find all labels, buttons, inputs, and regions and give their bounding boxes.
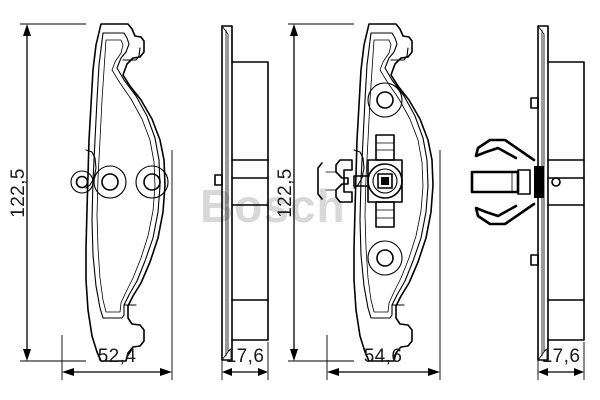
- pad-right-rivet-hole-lower: [367, 240, 403, 276]
- pad-right-left-edge-notch: [353, 149, 365, 189]
- view-pad-front-right: [317, 23, 434, 362]
- view-pad-side-right: [470, 25, 585, 361]
- pad-right-inner-contour: [364, 39, 424, 313]
- dim-arrow-52-right: [160, 368, 172, 376]
- dimension-thickness-left: 17,6: [221, 342, 269, 380]
- dim-label-thickness-right: 17,6: [542, 346, 581, 367]
- pad-left-edge-notch: [85, 149, 97, 189]
- side-right-retaining-lug-lower: [530, 254, 539, 266]
- sensor-stem-lower-ribs: [375, 209, 395, 219]
- pad-right-friction-material-outline: [359, 32, 429, 319]
- view-pad-front-left: [70, 23, 169, 362]
- dimension-width-left: 52,4: [61, 150, 173, 380]
- pad-rivet-hole-right: [135, 165, 169, 199]
- sensor-fork-clip-tines: [325, 171, 337, 191]
- bosch-watermark: Bosch: [200, 180, 346, 232]
- side-backing-plate: [221, 25, 233, 361]
- dim-arrow-right-bottom: [290, 349, 298, 361]
- dim-arrow-54-left: [327, 368, 339, 376]
- wear-sensor-assembly: [317, 134, 403, 228]
- pad-rivet-hole-small: [70, 170, 94, 194]
- dim-arrow-17b-right: [574, 368, 584, 376]
- dim-arrow-left-bottom: [23, 349, 31, 361]
- side-plate-chamfer: [221, 25, 229, 361]
- dim-arrow-54-right: [428, 368, 440, 376]
- dim-label-height-right: 122,5: [275, 168, 296, 218]
- pad-friction-material-outline: [91, 32, 161, 319]
- watermark-label: Bosch: [200, 180, 346, 232]
- side-right-friction-block: [547, 61, 585, 341]
- sensor-fork-clip-back: [317, 162, 323, 200]
- sensor-side-mount: [534, 166, 544, 198]
- dimension-height-left: 122,5: [8, 23, 86, 362]
- side-right-retaining-lug-upper: [530, 97, 539, 109]
- pad-right-rivet-hole-upper: [367, 82, 403, 118]
- dimension-width-right: 54,6: [326, 150, 441, 380]
- dim-arrow-17a-right: [258, 368, 268, 376]
- dimension-thickness-right: 17,6: [537, 342, 585, 380]
- retaining-clip-lower-arm: [474, 202, 536, 226]
- pad-rivet-hole-middle: [93, 165, 127, 199]
- pad-upper-tab-detail: [122, 47, 141, 61]
- sensor-side-collar: [517, 169, 531, 195]
- dim-arrow-17a-left: [222, 368, 232, 376]
- dim-arrow-left-top: [23, 24, 31, 36]
- dim-label-width-right: 54,6: [364, 346, 403, 367]
- dim-label-height-left: 122,5: [8, 168, 29, 218]
- sensor-stem-upper-ribs: [375, 142, 395, 151]
- dim-arrow-17b-left: [538, 368, 548, 376]
- sensor-center-bore: [381, 177, 389, 185]
- retaining-clip-assembly: [470, 138, 561, 226]
- retaining-clip-upper-arm: [474, 138, 536, 162]
- dim-arrow-52-left: [62, 368, 74, 376]
- side-friction-block: [231, 61, 269, 341]
- dim-label-width-left: 52,4: [98, 346, 137, 367]
- view-pad-side-left: [214, 25, 269, 361]
- dim-arrow-right-top: [290, 24, 298, 36]
- dim-label-thickness-left: 17,6: [226, 346, 265, 367]
- pad-right-upper-tab-detail: [390, 47, 409, 61]
- side-retaining-lug: [214, 174, 223, 186]
- sensor-side-bore: [551, 177, 561, 187]
- pad-inner-contour: [96, 39, 156, 313]
- dimension-height-right: 122,5: [275, 23, 354, 362]
- sensor-center-port: [377, 173, 393, 189]
